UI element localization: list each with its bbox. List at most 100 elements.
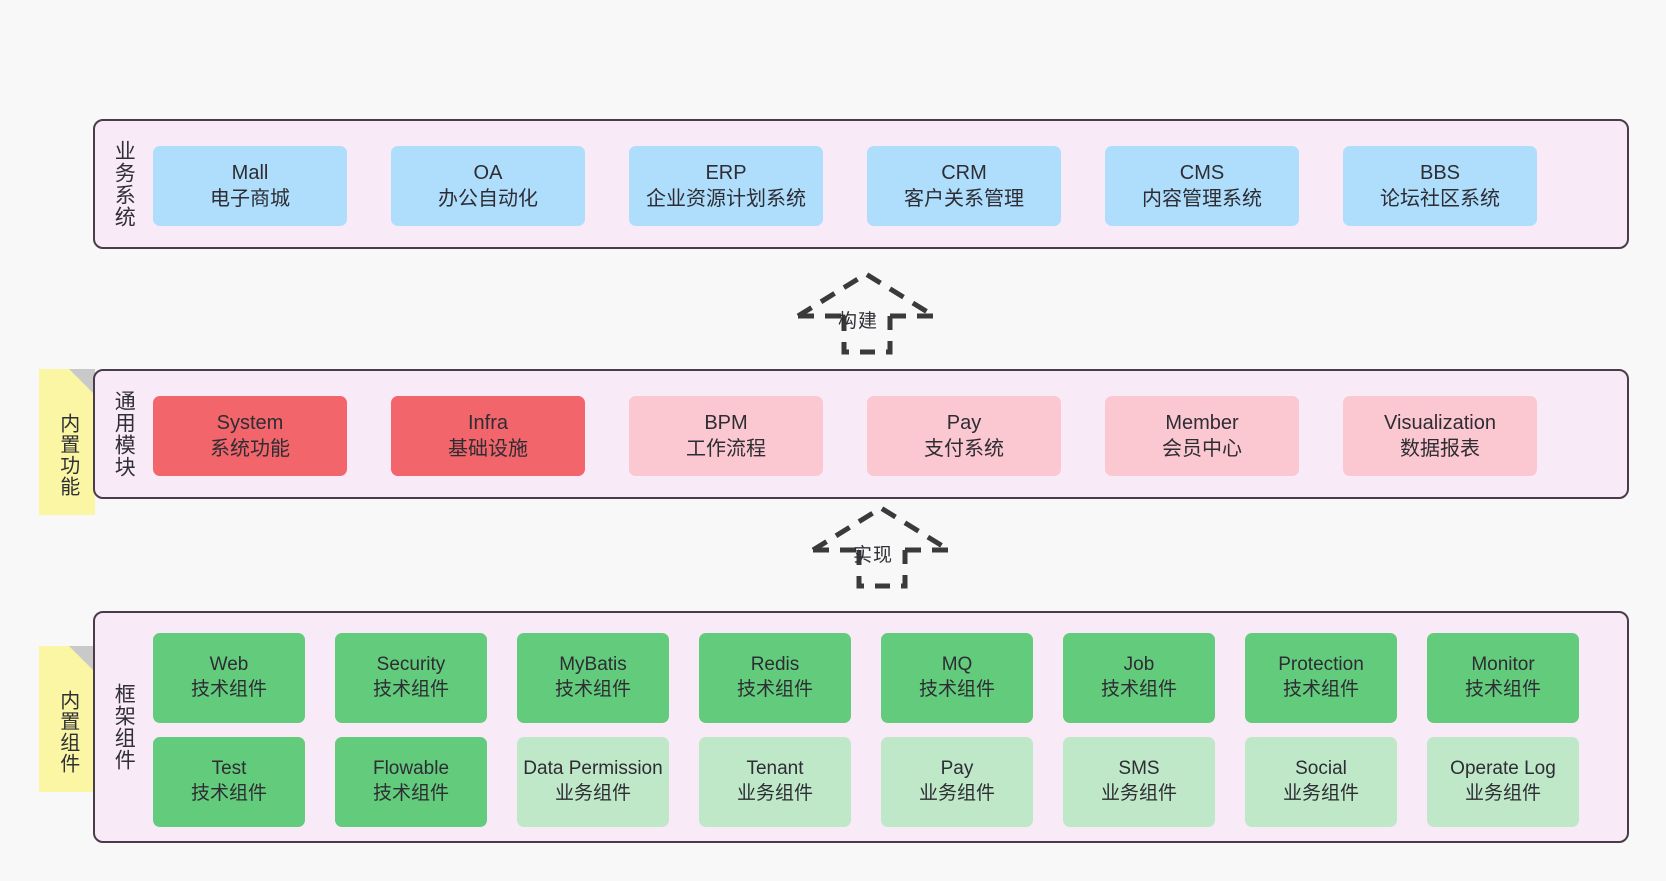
module-card-subtitle: 内容管理系统 bbox=[1142, 188, 1262, 210]
module-card[interactable]: Data Permission 业务组件 bbox=[517, 737, 669, 827]
module-card[interactable]: Web 技术组件 bbox=[153, 633, 305, 723]
sticky-note-builtin-components: 内置组件 bbox=[39, 646, 95, 792]
connector-implement-label: 实现 bbox=[853, 545, 894, 566]
connector-implement: 实现 bbox=[805, 500, 965, 590]
module-card-title: Security bbox=[376, 654, 446, 676]
module-card-subtitle: 客户关系管理 bbox=[904, 188, 1024, 210]
module-card-subtitle: 技术组件 bbox=[736, 679, 813, 700]
connector-build-label: 构建 bbox=[838, 311, 879, 332]
module-card-subtitle: 企业资源计划系统 bbox=[646, 188, 806, 210]
note-fold-icon bbox=[69, 646, 95, 672]
module-card[interactable]: Security 技术组件 bbox=[335, 633, 487, 723]
module-card[interactable]: CMS 内容管理系统 bbox=[1105, 146, 1299, 226]
module-card-title: Data Permission bbox=[523, 758, 663, 780]
module-card[interactable]: CRM 客户关系管理 bbox=[867, 146, 1061, 226]
module-card-subtitle: 技术组件 bbox=[1100, 679, 1177, 700]
module-card[interactable]: Social 业务组件 bbox=[1245, 737, 1397, 827]
module-card-subtitle: 技术组件 bbox=[1464, 679, 1541, 700]
module-card[interactable]: Flowable 技术组件 bbox=[335, 737, 487, 827]
module-card-title: Flowable bbox=[372, 758, 450, 780]
module-card-title: Test bbox=[211, 758, 247, 780]
module-card-title: Infra bbox=[467, 412, 509, 434]
module-card-subtitle: 业务组件 bbox=[736, 783, 813, 804]
module-card-subtitle: 业务组件 bbox=[918, 783, 995, 804]
module-card-subtitle: 电子商城 bbox=[210, 188, 290, 210]
module-card-subtitle: 数据报表 bbox=[1400, 438, 1480, 460]
module-card-title: MQ bbox=[941, 654, 973, 676]
note-fold-icon bbox=[69, 369, 95, 395]
module-card-title: Protection bbox=[1278, 654, 1364, 676]
module-card[interactable]: MQ 技术组件 bbox=[881, 633, 1033, 723]
sticky-note-builtin-features: 内置功能 bbox=[39, 369, 95, 515]
module-card[interactable]: Job 技术组件 bbox=[1063, 633, 1215, 723]
module-card[interactable]: BPM 工作流程 bbox=[629, 396, 823, 476]
module-card-subtitle: 业务组件 bbox=[1100, 783, 1177, 804]
module-card-title: BBS bbox=[1419, 162, 1461, 184]
sticky-note-builtin-features-label: 内置功能 bbox=[56, 413, 79, 497]
module-card-title: CRM bbox=[941, 162, 987, 184]
generalization-arrow-icon bbox=[811, 505, 951, 589]
module-card-title: Job bbox=[1123, 654, 1155, 676]
module-card-title: CMS bbox=[1179, 162, 1225, 184]
module-card[interactable]: SMS 业务组件 bbox=[1063, 737, 1215, 827]
module-card[interactable]: BBS 论坛社区系统 bbox=[1343, 146, 1537, 226]
module-card[interactable]: Infra 基础设施 bbox=[391, 396, 585, 476]
module-card-subtitle: 业务组件 bbox=[1464, 783, 1541, 804]
module-card-subtitle: 支付系统 bbox=[924, 438, 1004, 460]
layer-title-common-modules: 通用模块 bbox=[112, 390, 136, 478]
sticky-note-builtin-components-label: 内置组件 bbox=[56, 690, 79, 774]
module-card-subtitle: 技术组件 bbox=[918, 679, 995, 700]
module-card-subtitle: 技术组件 bbox=[372, 783, 449, 804]
module-card[interactable]: Test 技术组件 bbox=[153, 737, 305, 827]
module-card[interactable]: OA 办公自动化 bbox=[391, 146, 585, 226]
module-card-subtitle: 工作流程 bbox=[686, 438, 766, 460]
connector-build: 构建 bbox=[790, 266, 950, 356]
module-card-subtitle: 系统功能 bbox=[210, 438, 290, 460]
module-card[interactable]: Member 会员中心 bbox=[1105, 396, 1299, 476]
module-card-title: MyBatis bbox=[559, 654, 627, 676]
module-card[interactable]: Redis 技术组件 bbox=[699, 633, 851, 723]
module-card-title: OA bbox=[473, 162, 503, 184]
module-card-title: Social bbox=[1295, 758, 1347, 780]
module-card-title: SMS bbox=[1118, 758, 1160, 780]
module-card-title: Pay bbox=[940, 758, 974, 780]
module-card-subtitle: 技术组件 bbox=[190, 679, 267, 700]
module-card-title: Monitor bbox=[1471, 654, 1535, 676]
module-card-subtitle: 论坛社区系统 bbox=[1380, 188, 1500, 210]
module-card-title: BPM bbox=[704, 412, 748, 434]
module-card-subtitle: 技术组件 bbox=[554, 679, 631, 700]
module-card-title: ERP bbox=[705, 162, 747, 184]
module-card[interactable]: ERP 企业资源计划系统 bbox=[629, 146, 823, 226]
module-card-subtitle: 基础设施 bbox=[448, 438, 528, 460]
module-card-subtitle: 技术组件 bbox=[190, 783, 267, 804]
module-card-subtitle: 业务组件 bbox=[554, 783, 631, 804]
module-card[interactable]: MyBatis 技术组件 bbox=[517, 633, 669, 723]
module-card[interactable]: Monitor 技术组件 bbox=[1427, 633, 1579, 723]
layer-title-business-systems: 业务系统 bbox=[112, 140, 136, 228]
module-card-subtitle: 技术组件 bbox=[1282, 679, 1359, 700]
module-card[interactable]: Operate Log 业务组件 bbox=[1427, 737, 1579, 827]
module-card-subtitle: 办公自动化 bbox=[438, 188, 538, 210]
module-card[interactable]: Tenant 业务组件 bbox=[699, 737, 851, 827]
module-card-title: Operate Log bbox=[1450, 758, 1556, 780]
module-card-title: Tenant bbox=[746, 758, 804, 780]
module-card[interactable]: Pay 业务组件 bbox=[881, 737, 1033, 827]
module-card-title: Web bbox=[209, 654, 249, 676]
module-card[interactable]: Protection 技术组件 bbox=[1245, 633, 1397, 723]
module-card-title: Member bbox=[1165, 412, 1239, 434]
module-card-subtitle: 会员中心 bbox=[1162, 438, 1242, 460]
module-card-subtitle: 技术组件 bbox=[372, 679, 449, 700]
module-card-subtitle: 业务组件 bbox=[1282, 783, 1359, 804]
module-card-title: Redis bbox=[750, 654, 800, 676]
